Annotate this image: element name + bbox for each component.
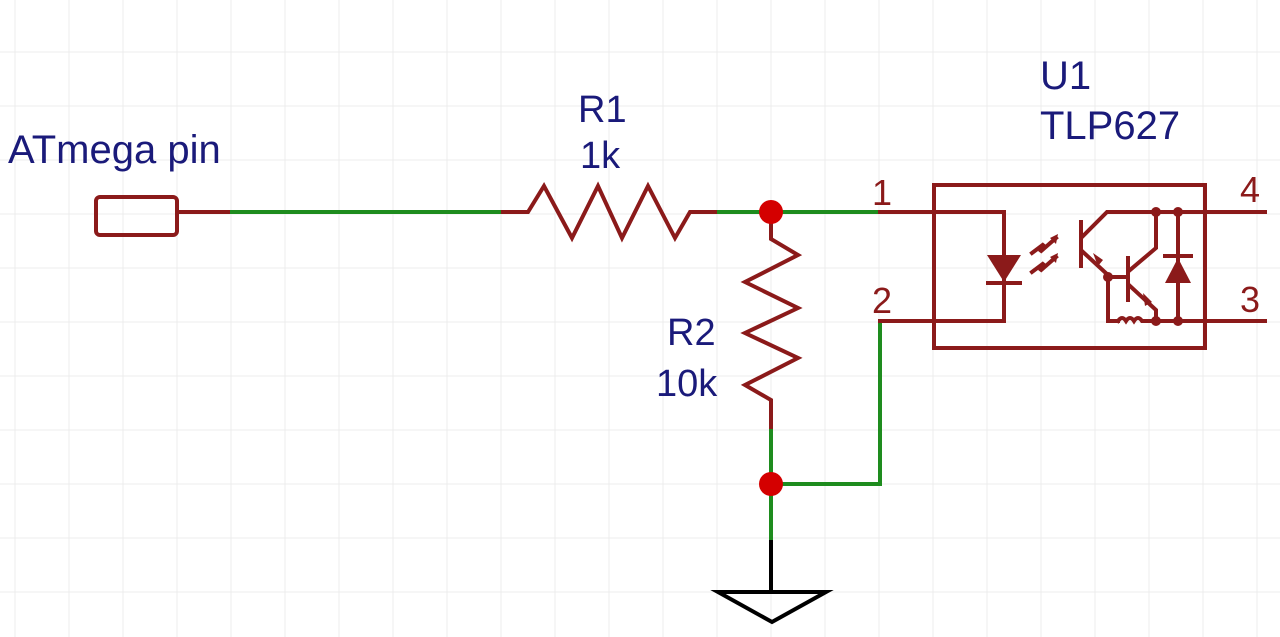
internal-junction — [1151, 316, 1161, 326]
u1-led-loop — [878, 210, 1006, 323]
u1-body — [932, 183, 1207, 350]
pin4-label: 4 — [1240, 169, 1260, 210]
port-symbol[interactable] — [94, 195, 179, 237]
darlington-transistor-icon — [1079, 210, 1207, 325]
pin1-label: 1 — [872, 172, 892, 213]
internal-junction — [1173, 316, 1183, 326]
internal-junction — [1151, 207, 1161, 217]
wires — [230, 210, 882, 540]
r2-value-label: 10k — [656, 363, 718, 405]
resistor-r2[interactable] — [740, 220, 803, 429]
port-label: ATmega pin — [8, 128, 221, 172]
r1-value-label: 1k — [580, 135, 621, 177]
resistor-icon — [1115, 316, 1158, 325]
led-icon — [987, 255, 1021, 282]
resistor-r1[interactable] — [501, 181, 717, 243]
u1-value-label: TLP627 — [1040, 104, 1180, 148]
junction-dot — [759, 472, 783, 496]
junction-dot — [759, 200, 783, 224]
optocoupler-u1[interactable] — [878, 183, 1267, 350]
pin2-label: 2 — [872, 280, 892, 321]
wire-junction-to-pin2[interactable] — [771, 321, 882, 486]
diode-icon — [1163, 210, 1193, 323]
ground-symbol[interactable] — [710, 540, 834, 625]
port-atmega-pin[interactable] — [94, 195, 232, 237]
pin3-label: 3 — [1240, 279, 1260, 320]
internal-junction — [1173, 207, 1183, 217]
u1-ref-label: U1 — [1040, 54, 1091, 98]
light-emission-icon — [1029, 234, 1059, 275]
r1-ref-label: R1 — [578, 89, 627, 131]
r2-ref-label: R2 — [667, 312, 716, 354]
